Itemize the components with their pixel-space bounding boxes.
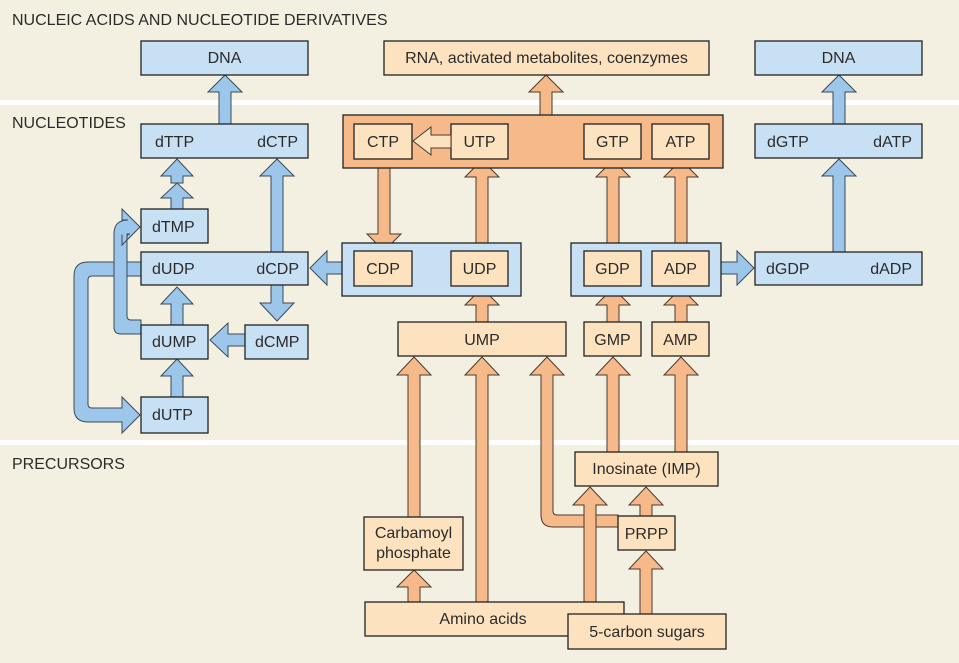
arrow-dgdp-to-dgtp <box>820 158 858 253</box>
node-cdp <box>353 250 413 287</box>
arrow-dump-to-dtmp-loop-cover <box>115 221 128 236</box>
node-udp <box>450 250 509 287</box>
arrow-imp-to-gmp <box>594 356 632 453</box>
node-gtp <box>583 123 642 160</box>
node-dutp-label: dUTP <box>152 407 193 424</box>
node-dutp <box>140 396 209 434</box>
arrow-dutp-to-dump <box>159 358 195 398</box>
node-dtmp <box>140 208 209 244</box>
node-cdp-label: CDP <box>366 261 400 278</box>
section-label-precursors: PRECURSORS <box>12 456 125 473</box>
node-adp-label: ADP <box>664 261 697 278</box>
arrow-adp-to-atp <box>662 159 700 252</box>
node-dna-right-label: DNA <box>822 50 856 67</box>
node-imp-label: Inosinate (IMP) <box>592 461 700 478</box>
arrow-aminoacids-to-imp <box>571 486 609 603</box>
node-dump-label: dUMP <box>152 334 196 351</box>
node-atp <box>651 123 710 160</box>
node-dcdp-label: dCDP <box>256 261 299 278</box>
arrow-dump-to-dudp <box>159 286 195 326</box>
arrow-dtmp-to-dttp-head <box>159 158 195 184</box>
arrow-carbamoyl-to-ump <box>395 356 433 518</box>
node-udp-label: UDP <box>463 261 497 278</box>
arrow-dtmp-to-dttp <box>159 182 195 210</box>
node-dna-right <box>754 40 923 76</box>
section-label-nucleotides: NUCLEOTIDES <box>12 115 126 132</box>
arrow-dcmp-to-dump <box>209 321 246 359</box>
arrow-udp-to-utp <box>463 159 501 252</box>
arrow-dudp-to-dutp-loop <box>73 261 142 435</box>
node-carbamoyl-label-line2: phosphate <box>376 545 451 562</box>
arrow-dump-to-dtmp-loop <box>113 207 142 335</box>
node-dcmp <box>244 324 309 360</box>
node-dttp-label: dTTP <box>155 134 194 151</box>
node-dgtp-label: dGTP <box>767 134 809 151</box>
arrow-to-dna-left <box>206 74 244 125</box>
node-dudp-label: dUDP <box>152 261 195 278</box>
arrow-dcdp-to-dcmp <box>258 284 296 322</box>
node-carbamoyl-phosphate <box>363 516 464 571</box>
node-ctp <box>353 123 413 160</box>
node-gmp <box>583 321 642 357</box>
node-dadp-label: dADP <box>870 261 912 278</box>
node-gtp-label: GTP <box>596 134 629 151</box>
node-gmp-label: GMP <box>594 332 630 349</box>
arrow-utp-to-ctp <box>412 125 452 157</box>
section-label-nucleic-acids: NUCLEIC ACIDS AND NUCLEOTIDE DERIVATIVES <box>12 12 387 29</box>
arrow-cdp-to-dcdp <box>309 249 343 287</box>
node-amp <box>651 321 710 357</box>
arrow-imp-to-amp <box>662 356 700 453</box>
node-dctp-label: dCTP <box>257 134 298 151</box>
node-ctp-label: CTP <box>367 134 399 151</box>
node-prpp <box>617 515 676 551</box>
node-gdp-label: GDP <box>595 261 630 278</box>
node-ump-label: UMP <box>464 332 500 349</box>
node-datp-label: dATP <box>873 134 912 151</box>
node-imp <box>574 451 719 487</box>
arrow-aminoacids-to-carbamoyl <box>395 569 433 603</box>
node-dna-left <box>140 40 309 76</box>
node-utp-label: UTP <box>464 134 496 151</box>
node-rna-label: RNA, activated metabolites, coenzymes <box>405 50 688 67</box>
node-dttp-dctp <box>140 123 309 159</box>
node-amp-label: AMP <box>663 332 698 349</box>
node-dump <box>140 324 209 360</box>
arrow-aminoacids-to-ump <box>463 356 501 603</box>
arrow-ctp-to-cdp <box>365 158 403 252</box>
node-dna-left-label: DNA <box>208 50 242 67</box>
arrow-prpp-to-ump <box>528 356 619 528</box>
node-dgtp-datp <box>754 123 923 159</box>
node-dudp-dcdp <box>140 251 309 286</box>
arrow-sugars-to-prpp <box>627 550 665 615</box>
arrow-adp-to-dgdp <box>720 249 755 287</box>
node-dgdp-label: dGDP <box>766 261 810 278</box>
node-dgdp-dadp <box>754 251 923 286</box>
node-gdp <box>583 250 642 287</box>
node-amino-acids-label: Amino acids <box>439 611 526 628</box>
arrow-gdp-to-gtp <box>594 159 632 252</box>
node-adp <box>651 250 710 287</box>
node-dtmp-label: dTMP <box>152 219 195 236</box>
node-atp-label: ATP <box>666 134 696 151</box>
node-utp <box>450 123 509 160</box>
node-dcmp-label: dCMP <box>255 334 299 351</box>
node-carbamoyl-label-line1: Carbamoyl <box>375 525 452 542</box>
section-divider-top <box>0 100 959 105</box>
arrow-prpp-to-imp <box>627 486 665 517</box>
arrow-to-rna <box>527 74 565 117</box>
node-prpp-label: PRPP <box>625 526 669 543</box>
node-sugars-label: 5-carbon sugars <box>589 624 705 641</box>
arrow-to-dna-right <box>820 74 858 125</box>
node-rna-metabolites <box>383 40 710 76</box>
node-5-carbon-sugars <box>567 613 727 650</box>
arrow-dcdp-to-dctp <box>258 158 296 253</box>
node-ump <box>397 321 567 357</box>
